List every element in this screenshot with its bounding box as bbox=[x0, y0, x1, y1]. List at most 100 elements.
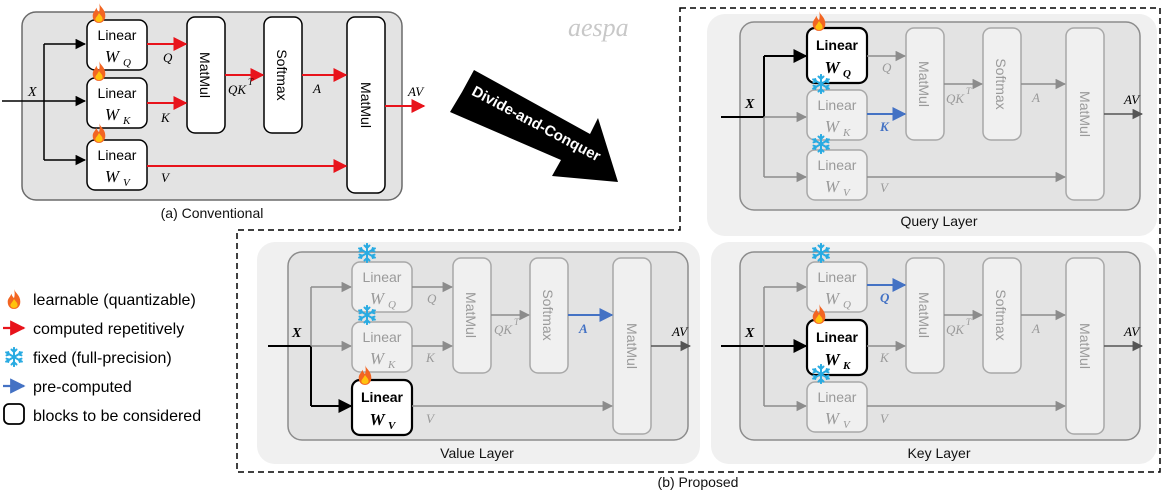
svg-text:MatMul: MatMul bbox=[916, 61, 932, 107]
svg-text:W: W bbox=[825, 177, 841, 196]
svg-text:W: W bbox=[105, 47, 121, 66]
svg-text:Softmax: Softmax bbox=[540, 289, 556, 340]
watermark: aespa bbox=[568, 13, 629, 42]
svg-text:A: A bbox=[578, 321, 588, 336]
value-layer-panel: X Linear W Q Linear W K Linear W V MatMu… bbox=[257, 242, 700, 464]
svg-text:blocks to be considered: blocks to be considered bbox=[33, 408, 201, 425]
svg-text:W: W bbox=[825, 409, 841, 428]
svg-text:QK: QK bbox=[228, 82, 247, 97]
svg-text:fixed (full-precision): fixed (full-precision) bbox=[33, 350, 172, 367]
svg-text:V: V bbox=[426, 411, 436, 426]
svg-text:AV: AV bbox=[671, 324, 689, 339]
svg-text:V: V bbox=[161, 170, 171, 185]
svg-text:AV: AV bbox=[1123, 324, 1141, 339]
svg-text:A: A bbox=[1031, 90, 1040, 105]
svg-text:W: W bbox=[105, 105, 121, 124]
svg-text:K: K bbox=[160, 110, 171, 125]
svg-text:Q: Q bbox=[880, 290, 890, 305]
svg-text:Linear: Linear bbox=[363, 269, 402, 285]
svg-text:Linear: Linear bbox=[818, 157, 857, 173]
value-layer-caption: Value Layer bbox=[440, 445, 514, 461]
svg-text:MatMul: MatMul bbox=[624, 323, 640, 369]
proposed-dashed-outline bbox=[236, 7, 1161, 473]
svg-text:X: X bbox=[744, 97, 755, 112]
svg-text:QK: QK bbox=[946, 322, 965, 337]
svg-text:X: X bbox=[291, 326, 302, 341]
svg-text:MatMul: MatMul bbox=[1077, 323, 1093, 369]
svg-text:Linear: Linear bbox=[816, 37, 859, 53]
svg-text:V: V bbox=[843, 187, 851, 199]
linear-wq-block: Linear W Q bbox=[806, 243, 868, 313]
svg-text:W: W bbox=[369, 410, 386, 429]
svg-text:AV: AV bbox=[1123, 92, 1141, 107]
key-layer-caption: Key Layer bbox=[907, 445, 970, 461]
svg-text:Q: Q bbox=[843, 299, 851, 311]
query-layer-panel: X Linear W Q Linear W K Linear W V MatMu… bbox=[707, 11, 1157, 236]
svg-text:Linear: Linear bbox=[363, 329, 402, 345]
svg-text:K: K bbox=[425, 350, 436, 365]
svg-text:W: W bbox=[824, 350, 841, 369]
svg-text:V: V bbox=[880, 411, 890, 426]
fire-icon bbox=[92, 3, 106, 23]
svg-text:Q: Q bbox=[163, 50, 173, 65]
svg-text:QK: QK bbox=[946, 91, 965, 106]
linear-wv-block: Linear W V bbox=[806, 134, 868, 201]
svg-text:V: V bbox=[388, 420, 397, 432]
fire-icon bbox=[7, 289, 21, 309]
linear-wv-block: Linear W V bbox=[806, 364, 868, 433]
softmax-block: Softmax bbox=[263, 16, 303, 134]
svg-text:MatMul: MatMul bbox=[1077, 91, 1093, 137]
matmul-output-block: MatMul bbox=[346, 16, 386, 194]
svg-text:V: V bbox=[123, 177, 131, 189]
svg-text:T: T bbox=[514, 317, 520, 327]
svg-text:K: K bbox=[842, 127, 851, 139]
linear-wq-block: Linear W Q bbox=[351, 243, 413, 313]
svg-text:K: K bbox=[387, 359, 396, 371]
svg-text:X: X bbox=[744, 326, 755, 341]
rounded-box-icon bbox=[3, 403, 25, 425]
svg-text:K: K bbox=[122, 115, 131, 127]
svg-text:K: K bbox=[842, 360, 851, 372]
svg-text:learnable (quantizable): learnable (quantizable) bbox=[33, 292, 196, 309]
svg-text:Linear: Linear bbox=[818, 97, 857, 113]
legend: learnable (quantizable) computed repetit… bbox=[3, 289, 201, 425]
svg-text:Softmax: Softmax bbox=[993, 289, 1009, 340]
svg-text:Q: Q bbox=[123, 57, 131, 69]
svg-text:Softmax: Softmax bbox=[993, 58, 1009, 109]
svg-text:pre-computed: pre-computed bbox=[33, 379, 132, 396]
svg-text:Linear: Linear bbox=[818, 389, 857, 405]
linear-wv-block: Linear W V bbox=[86, 123, 148, 191]
svg-text:T: T bbox=[966, 317, 972, 327]
svg-text:A: A bbox=[312, 81, 321, 96]
svg-text:W: W bbox=[370, 349, 386, 368]
svg-text:K: K bbox=[879, 350, 890, 365]
svg-text:V: V bbox=[843, 419, 851, 431]
svg-text:MatMul: MatMul bbox=[358, 82, 374, 128]
linear-wk-block: Linear W K bbox=[806, 74, 868, 141]
key-layer-panel: X Linear W Q Linear W K Linear W V MatMu… bbox=[711, 242, 1157, 464]
svg-text:K: K bbox=[879, 119, 890, 134]
svg-text:MatMul: MatMul bbox=[916, 292, 932, 338]
svg-text:computed repetitively: computed repetitively bbox=[33, 321, 184, 338]
linear-wv-block: Linear W V bbox=[350, 365, 414, 437]
svg-text:Q: Q bbox=[882, 60, 892, 75]
svg-text:Softmax: Softmax bbox=[274, 49, 290, 100]
conventional-caption: (a) Conventional bbox=[161, 205, 264, 221]
svg-text:W: W bbox=[824, 58, 841, 77]
svg-text:Q: Q bbox=[388, 299, 396, 311]
svg-text:W: W bbox=[825, 117, 841, 136]
linear-wk-block: Linear W K bbox=[86, 61, 148, 129]
svg-text:Linear: Linear bbox=[98, 85, 137, 101]
svg-text:MatMul: MatMul bbox=[197, 52, 213, 98]
snowflake-icon bbox=[5, 347, 23, 367]
svg-text:Linear: Linear bbox=[98, 27, 137, 43]
svg-text:AV: AV bbox=[407, 84, 425, 99]
svg-text:Q: Q bbox=[843, 68, 851, 80]
svg-text:A: A bbox=[1031, 321, 1040, 336]
svg-text:Linear: Linear bbox=[98, 147, 137, 163]
query-layer-caption: Query Layer bbox=[900, 213, 977, 229]
svg-text:V: V bbox=[880, 180, 890, 195]
linear-wk-block: Linear W K bbox=[805, 304, 869, 377]
svg-text:Q: Q bbox=[427, 291, 437, 306]
